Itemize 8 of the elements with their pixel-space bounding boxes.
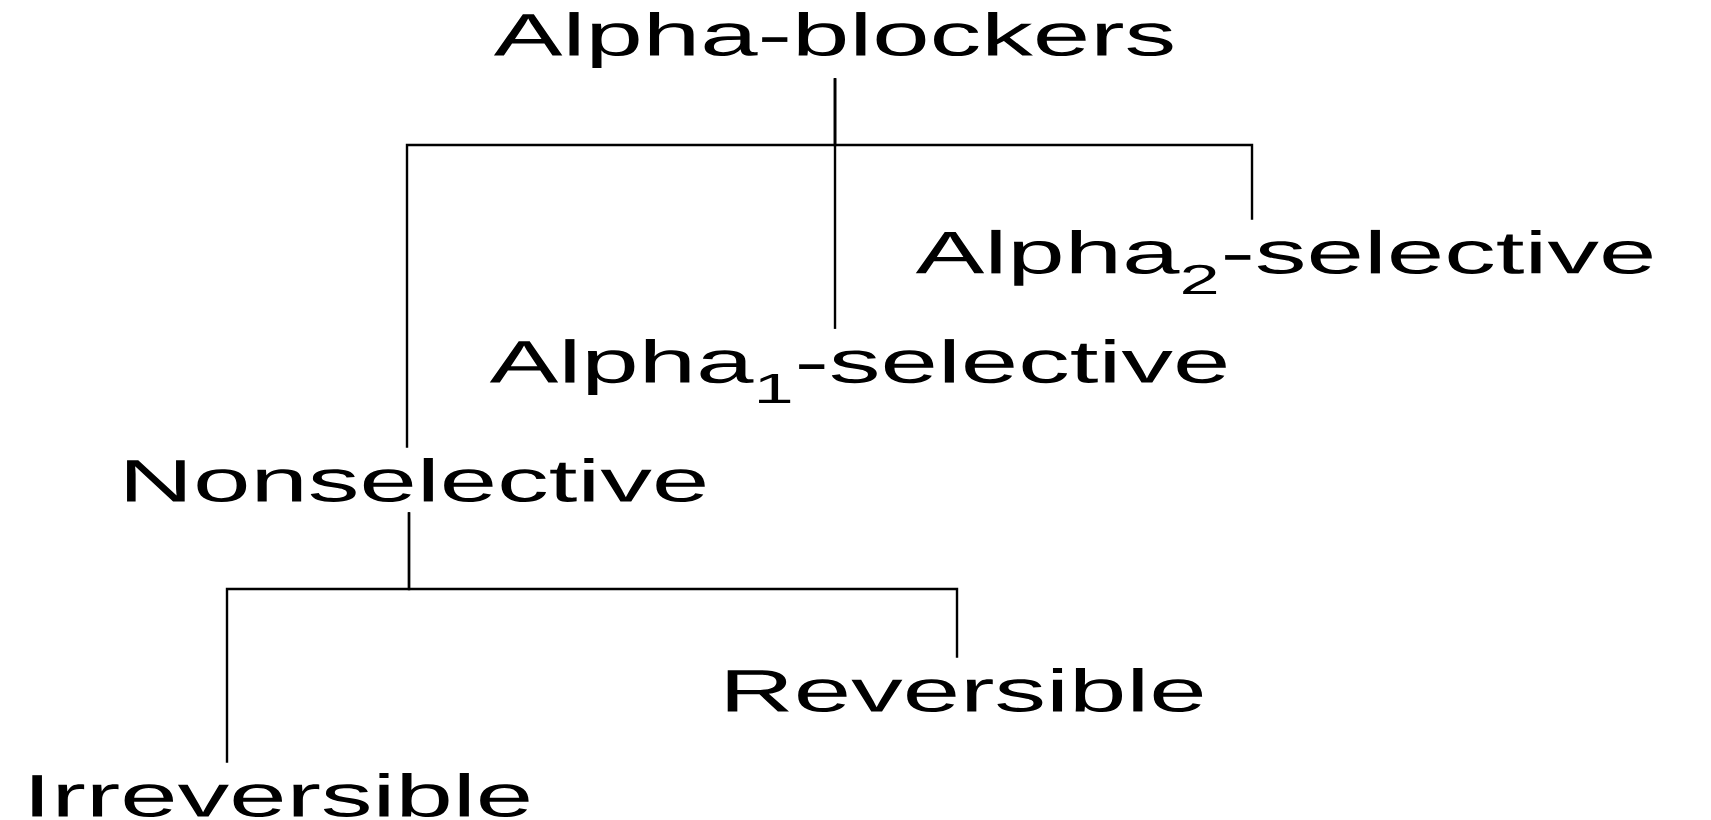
tree-connector — [405, 78, 837, 448]
category-label: Reversible — [727, 668, 1203, 713]
category-label: Alpha$_{1}$-selective — [489, 339, 1226, 403]
tree-connector — [225, 512, 411, 763]
category-label: Irreversible — [32, 773, 529, 818]
category-label: Alpha$_{2}$-selective — [915, 229, 1652, 295]
category-label: Nonselective — [127, 458, 705, 503]
category-label: Alpha-blockers — [493, 12, 1173, 68]
